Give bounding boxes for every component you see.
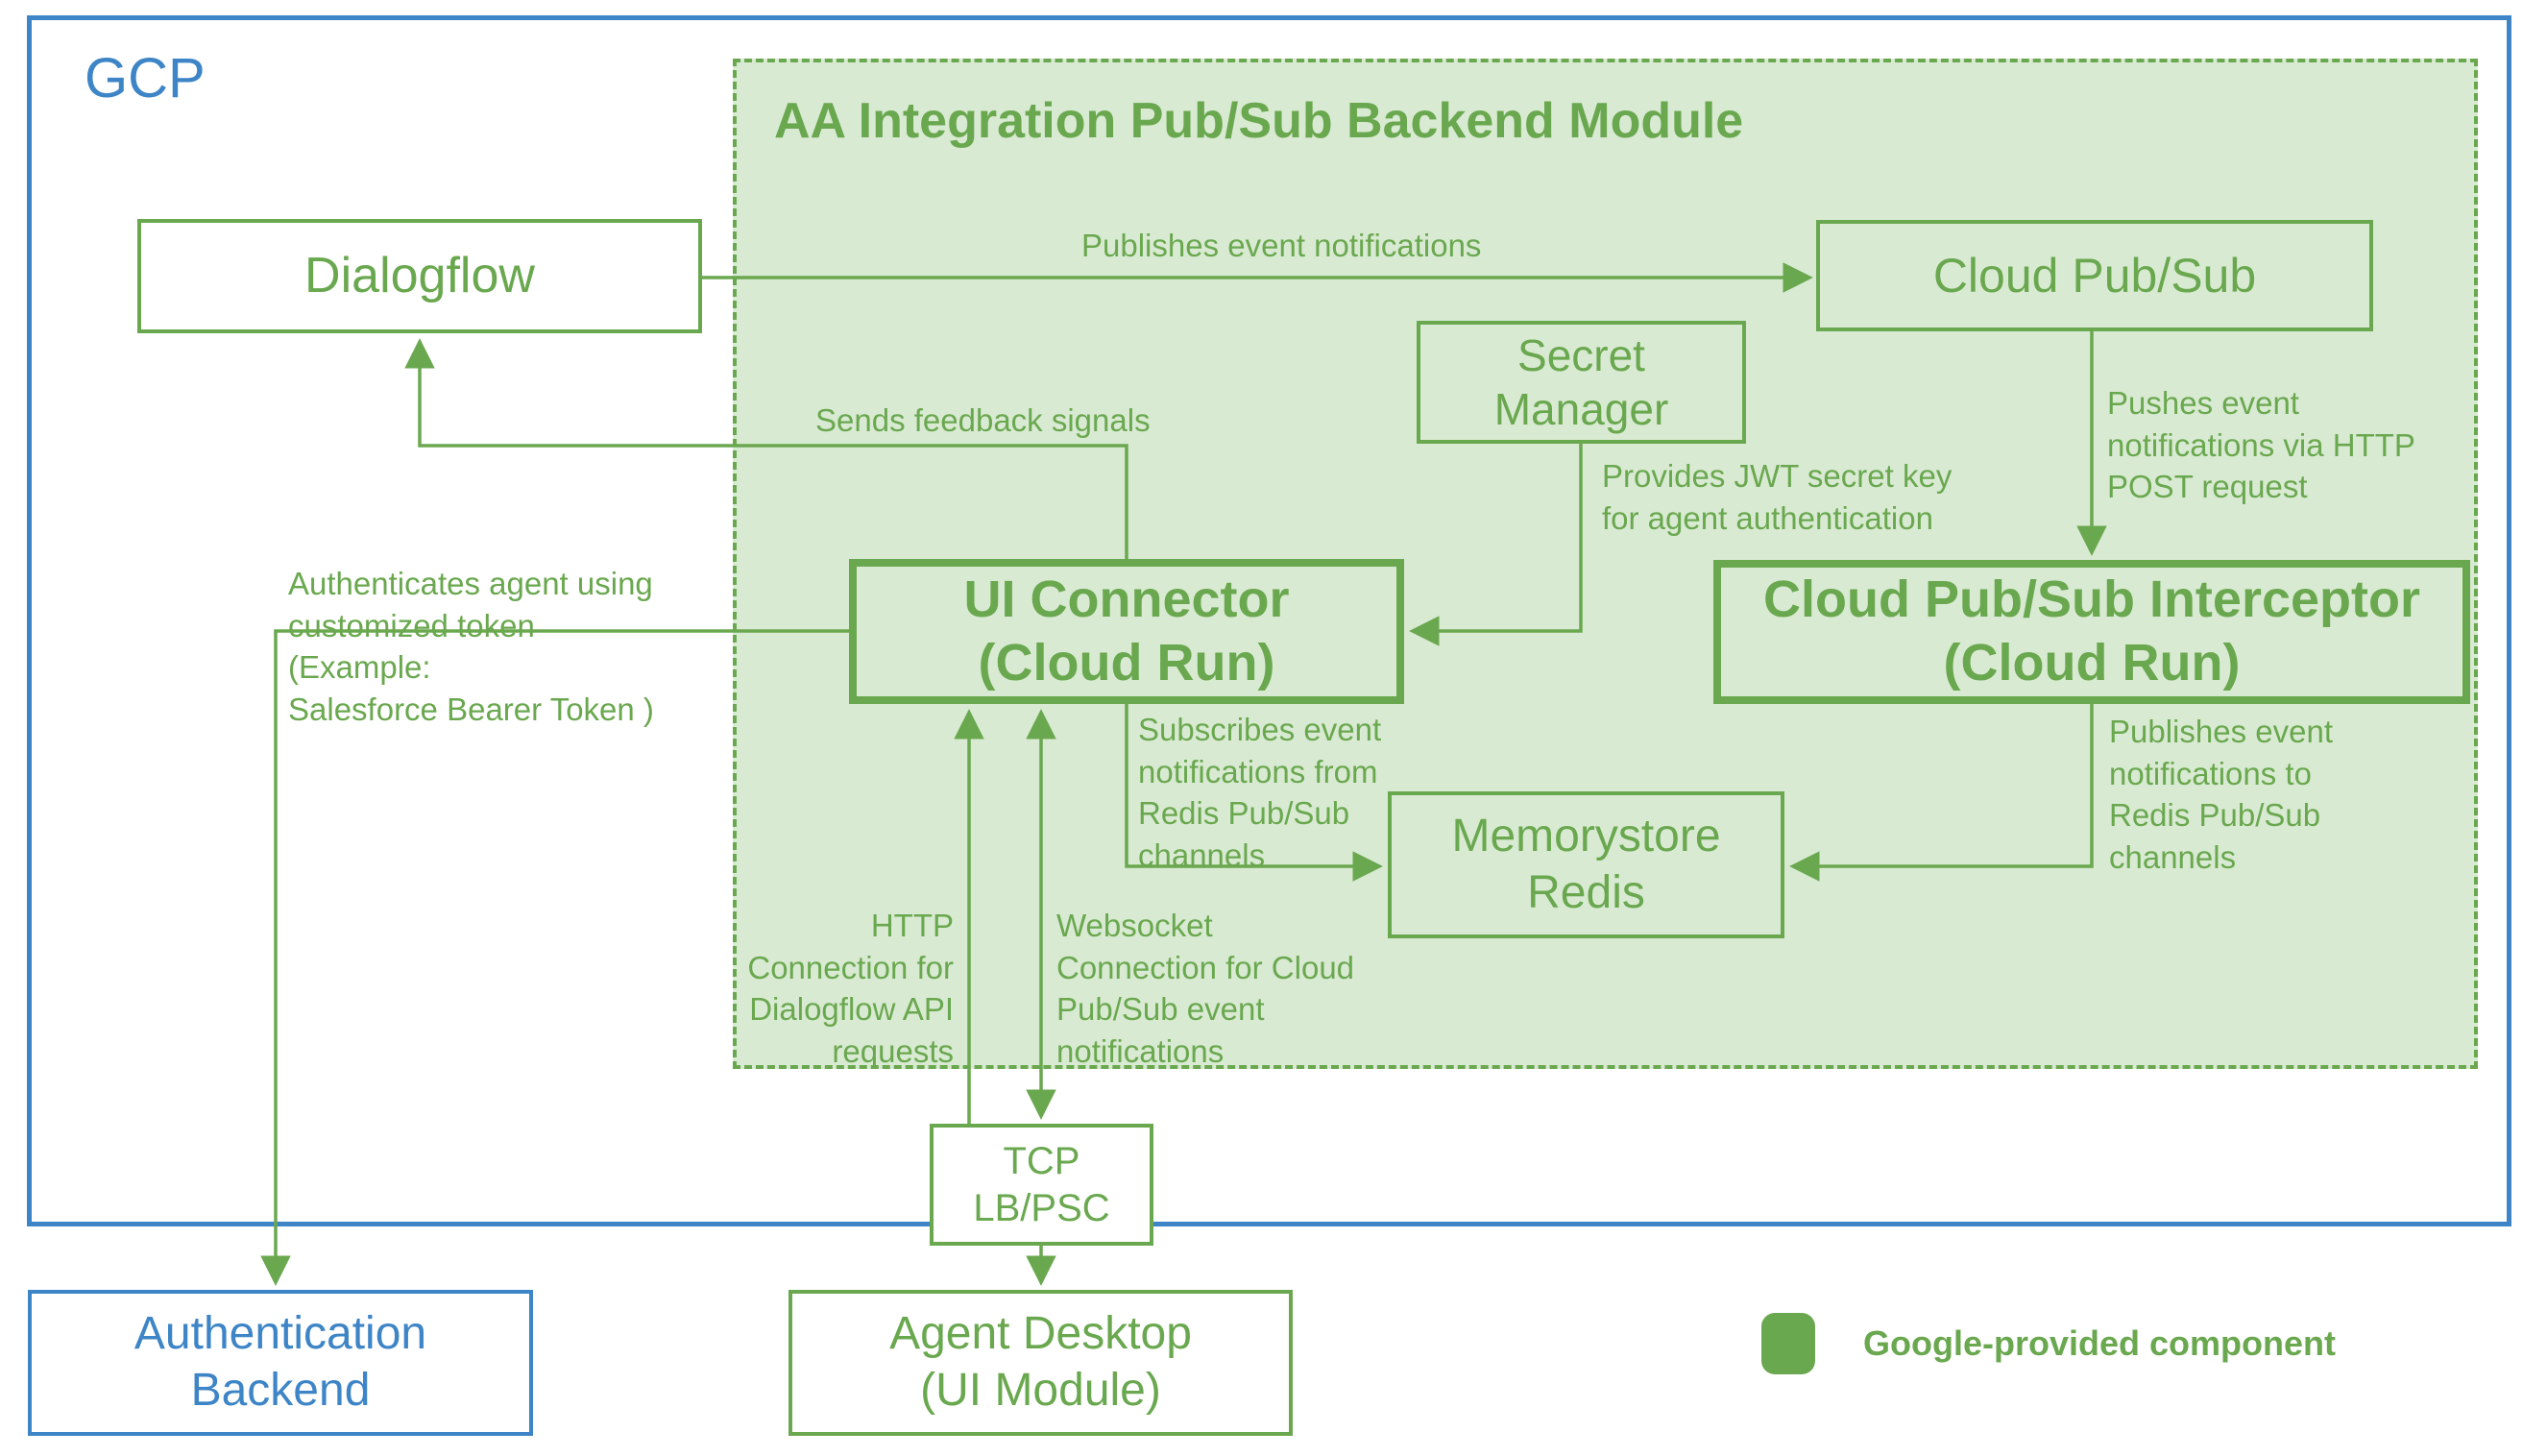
label-sends-feedback-signals: Sends feedback signals: [815, 402, 1151, 438]
node-tcp-lb-psc: TCP LB/PSC: [930, 1124, 1153, 1246]
module-title: AA Integration Pub/Sub Backend Module: [774, 93, 1744, 149]
label-http-connection: HTTP Connection for Dialogflow API reque…: [747, 908, 954, 1069]
label-subscribes-event-notifications: Subscribes event notifications from Redi…: [1138, 712, 1382, 873]
node-cloud-pubsub-interceptor: Cloud Pub/Sub Interceptor (Cloud Run): [1713, 560, 2470, 704]
node-cloud-pubsub: Cloud Pub/Sub: [1816, 220, 2373, 331]
legend-google-component-swatch: [1761, 1313, 1815, 1374]
legend-google-component-label: Google-provided component: [1863, 1323, 2336, 1363]
node-memorystore-redis: Memorystore Redis: [1388, 791, 1784, 938]
gcp-boundary: [27, 15, 2511, 1226]
label-websocket-connection: Websocket Connection for Cloud Pub/Sub e…: [1056, 908, 1355, 1069]
label-authenticates-agent: Authenticates agent using customized tok…: [288, 566, 654, 727]
label-publishes-event-notifications: Publishes event notifications: [1081, 228, 1482, 263]
node-secret-manager: Secret Manager: [1417, 321, 1746, 444]
node-authentication-backend: Authentication Backend: [28, 1290, 533, 1436]
node-dialogflow: Dialogflow: [137, 219, 702, 333]
label-provides-jwt-secret: Provides JWT secret key for agent authen…: [1602, 458, 1953, 536]
gcp-label: GCP: [85, 47, 206, 109]
label-publishes-to-redis: Publishes event notifications to Redis P…: [2109, 714, 2333, 875]
node-ui-connector: UI Connector (Cloud Run): [849, 559, 1404, 704]
node-agent-desktop: Agent Desktop (UI Module): [788, 1290, 1293, 1436]
label-pushes-event-notifications: Pushes event notifications via HTTP POST…: [2107, 385, 2415, 505]
